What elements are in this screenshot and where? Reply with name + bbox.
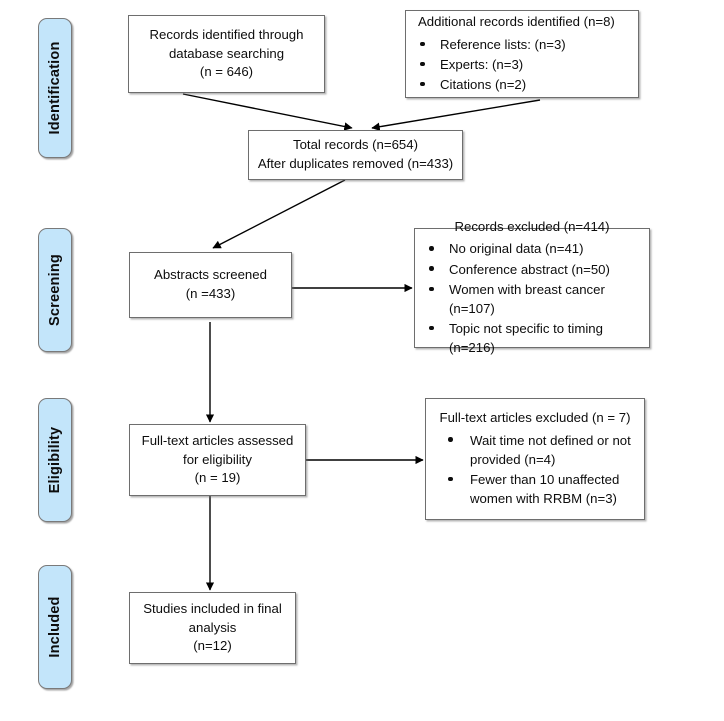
fulltext-excluded-bullet-2: Fewer than 10 unaffected women with RRBM… (470, 471, 620, 506)
box-abstracts-screened: Abstracts screened (n =433) (129, 252, 292, 318)
records-excluded-bullet-4: Topic not specific to timing (n=216) (449, 321, 603, 356)
fulltext-excluded-heading: Full-text articles excluded (n = 7) (439, 409, 631, 425)
box-additional-records: Additional records identified (n=8) Refe… (405, 10, 639, 98)
fulltext-assessed-line-3: (n = 19) (194, 470, 241, 486)
abstracts-screened-line-2: (n =433) (185, 286, 236, 301)
list-item: Citations (n=2) (406, 75, 638, 94)
box-fulltext-assessed: Full-text articles assessed for eligibil… (129, 424, 306, 496)
additional-records-heading: Additional records identified (n=8) (418, 13, 615, 29)
records-excluded-heading: Records excluded (n=414) (454, 218, 610, 234)
bullet-dot-icon (420, 61, 425, 67)
edge-records-to-total (182, 93, 353, 131)
box-fulltext-excluded: Full-text articles excluded (n = 7) Wait… (425, 398, 645, 520)
stage-pill-included: Included (38, 565, 72, 689)
records-excluded-bullet-1: No original data (n=41) (449, 241, 584, 257)
box-records-excluded: Records excluded (n=414) No original dat… (414, 219, 650, 355)
bullet-dot-icon (420, 81, 425, 87)
list-item: Reference lists: (n=3) (406, 35, 638, 54)
total-records-line-1: Total records (n=654) (293, 137, 418, 153)
edge-additional-to-total (371, 99, 541, 131)
studies-included-line-2: analysis (188, 619, 237, 635)
bullet-dot-icon (429, 286, 434, 292)
edge-total-to-abstracts (212, 179, 346, 249)
additional-records-bullet-2: Experts: (n=3) (440, 56, 524, 72)
records-identified-line-1: Records identified through (149, 26, 304, 42)
list-item: Topic not specific to timing (n=216) (415, 319, 649, 357)
stage-label-screening: Screening (47, 254, 63, 326)
fulltext-assessed-line-1: Full-text articles assessed (141, 432, 294, 448)
bullet-dot-icon (429, 325, 434, 331)
additional-records-bullet-3: Citations (n=2) (440, 76, 527, 92)
list-item: Conference abstract (n=50) (415, 260, 649, 279)
records-excluded-bullet-2: Conference abstract (n=50) (449, 261, 610, 277)
stage-label-eligibility: Eligibility (47, 426, 63, 494)
bullet-dot-icon (429, 246, 434, 251)
studies-included-line-3: (n=12) (193, 638, 232, 654)
box-records-identified: Records identified through database sear… (128, 15, 325, 93)
additional-records-bullet-list: Reference lists: (n=3) Experts: (n=3) Ci… (406, 34, 638, 95)
stage-label-included: Included (47, 596, 63, 658)
stage-pill-identification: Identification (38, 18, 72, 158)
bullet-dot-icon (448, 437, 453, 443)
bullet-dot-icon (429, 266, 434, 272)
stage-pill-eligibility: Eligibility (38, 398, 72, 522)
records-identified-line-3: (n = 646) (199, 64, 254, 80)
total-records-line-2: After duplicates removed (n=433) (257, 156, 454, 171)
bullet-dot-icon (448, 476, 453, 482)
stage-label-identification: Identification (47, 41, 63, 135)
bullet-dot-icon (420, 41, 425, 47)
list-item: Experts: (n=3) (406, 55, 638, 74)
stage-pill-screening: Screening (38, 228, 72, 352)
fulltext-excluded-bullet-1: Wait time not defined or not provided (n… (470, 432, 631, 467)
additional-records-bullet-1: Reference lists: (n=3) (440, 36, 566, 52)
list-item: Women with breast cancer (n=107) (415, 280, 649, 318)
abstracts-screened-line-1: Abstracts screened (154, 267, 267, 283)
box-studies-included: Studies included in final analysis (n=12… (129, 592, 296, 664)
fulltext-assessed-line-2: for eligibility (183, 451, 252, 467)
records-excluded-bullet-3: Women with breast cancer (n=107) (449, 281, 605, 316)
fulltext-excluded-bullet-list: Wait time not defined or not provided (n… (426, 430, 644, 510)
list-item: Wait time not defined or not provided (n… (426, 431, 644, 469)
box-total-records: Total records (n=654) After duplicates r… (248, 130, 463, 180)
list-item: Fewer than 10 unaffected women with RRBM… (426, 470, 644, 508)
studies-included-line-1: Studies included in final (143, 600, 282, 616)
records-identified-line-2: database searching (168, 45, 285, 61)
records-excluded-bullet-list: No original data (n=41) Conference abstr… (415, 238, 649, 358)
list-item: No original data (n=41) (415, 239, 649, 258)
